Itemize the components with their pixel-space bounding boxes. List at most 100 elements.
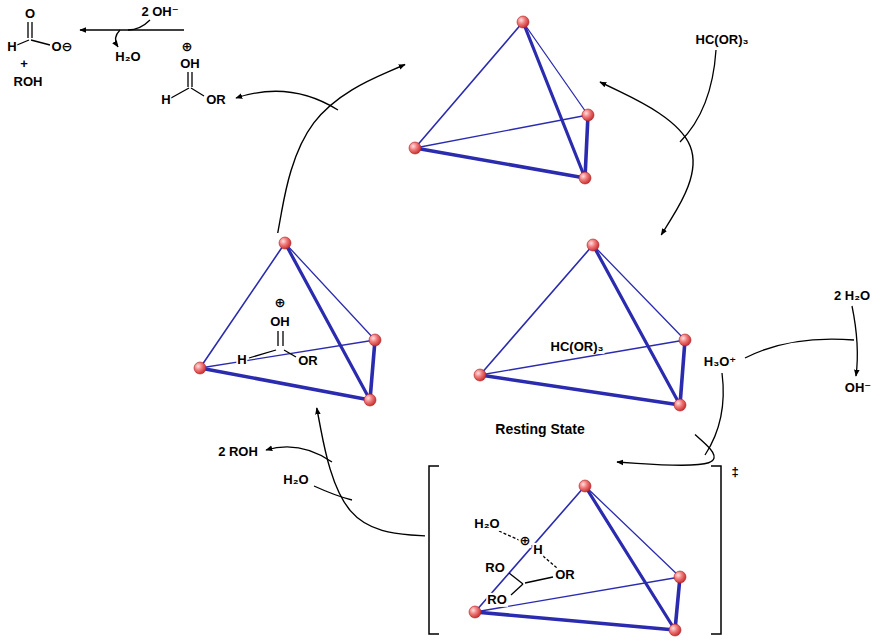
guest-label: H <box>236 353 247 367</box>
chemical-label: H₂O <box>282 473 309 487</box>
bond <box>191 88 204 96</box>
guest-label: H <box>532 543 543 557</box>
bond <box>249 350 276 358</box>
cage-edge <box>480 375 680 405</box>
cage-edge <box>593 245 685 340</box>
metal-vertex <box>579 172 591 184</box>
cage-edge <box>585 115 588 178</box>
chemical-label: H <box>160 93 171 107</box>
cycle-arrow <box>600 82 693 235</box>
bond <box>171 88 189 98</box>
reaction-arrow <box>852 306 857 376</box>
bond <box>31 40 50 45</box>
chemical-label: HC(OR)₃ <box>695 33 750 47</box>
cage-edge <box>285 243 370 400</box>
reagent-hook <box>705 373 723 455</box>
cage-edge <box>200 243 285 368</box>
bond <box>17 40 29 45</box>
guest-label: H₂O <box>473 517 500 531</box>
metal-vertex <box>364 394 376 406</box>
guest-label: RO <box>484 561 506 575</box>
guest-label: OR <box>297 354 319 368</box>
metal-vertex <box>469 606 481 618</box>
chemical-label: 2 OH⁻ <box>140 5 179 19</box>
metal-vertex <box>517 16 529 28</box>
host-cage <box>405 12 600 187</box>
metal-vertex <box>474 369 486 381</box>
cycle-arrow <box>617 435 714 466</box>
guest-label: ‡ <box>730 465 739 479</box>
host-cage: H₂O ⊕H RO OR RO ‡ <box>425 462 745 638</box>
chemical-label: OR <box>205 93 227 107</box>
reagent-hook <box>128 20 150 30</box>
chemical-label: H₂O <box>114 50 141 64</box>
metal-vertex <box>582 109 594 121</box>
reagent-hook <box>314 486 352 500</box>
state-caption: Resting State <box>494 422 585 437</box>
chemical-label: O <box>24 7 36 21</box>
cage-edge <box>415 22 523 148</box>
host-cage: ⊕ OH H OR <box>190 233 385 408</box>
cage-edge <box>200 368 370 400</box>
guest-label: OR <box>554 568 576 582</box>
release-arrow <box>236 91 338 110</box>
tetrahedron-cage <box>425 462 745 638</box>
cycle-arrow <box>317 408 425 536</box>
chemical-label: 2 H₂O <box>833 289 871 303</box>
chemical-label: ROH <box>13 75 44 89</box>
chemical-label: + <box>19 57 29 71</box>
bond <box>525 577 553 583</box>
bond <box>284 350 296 357</box>
metal-vertex <box>669 624 681 636</box>
bond <box>511 584 523 595</box>
cage-edge <box>475 612 675 630</box>
cage-edge <box>475 486 585 612</box>
metal-vertex <box>194 362 206 374</box>
cage-edge <box>523 22 585 178</box>
reagent-hook <box>680 50 716 142</box>
chemical-label: H <box>6 40 17 54</box>
bond <box>282 331 283 346</box>
metal-vertex <box>409 142 421 154</box>
ts-bracket <box>711 466 721 634</box>
chemical-label: 2 ROH <box>217 445 259 459</box>
reagent-hook <box>115 30 120 47</box>
guest-label: RO <box>486 593 508 607</box>
tetrahedron-cage <box>470 235 695 441</box>
ts-bracket <box>429 466 439 634</box>
cage-edge <box>475 577 680 612</box>
cage-edge <box>370 340 375 400</box>
cycle-arrow <box>278 65 405 234</box>
release-arrow <box>266 447 332 462</box>
guest-label: ⊕ <box>274 296 287 310</box>
cage-edge <box>680 340 685 405</box>
metal-vertex <box>587 239 599 251</box>
hydrogen-bond <box>543 556 557 568</box>
cage-edge <box>415 148 585 178</box>
metal-vertex <box>579 480 591 492</box>
guest-label: OH <box>269 315 291 329</box>
guest-label: ⊕ <box>519 534 532 548</box>
metal-vertex <box>279 237 291 249</box>
chemical-label: OH <box>179 57 201 71</box>
chemical-label: ⊕ <box>181 40 194 54</box>
guest-label: HC(OR)₃ <box>550 340 605 354</box>
metal-vertex <box>674 399 686 411</box>
double-bond <box>28 22 32 38</box>
metal-vertex <box>679 334 691 346</box>
cage-edge <box>675 577 680 630</box>
metal-vertex <box>674 571 686 583</box>
cage-edge <box>585 486 675 630</box>
chemical-label: O⊖ <box>50 40 73 54</box>
chemical-label: H₃O⁺ <box>703 355 737 369</box>
bond <box>277 331 278 346</box>
metal-vertex <box>369 334 381 346</box>
tetrahedron-cage <box>405 12 600 187</box>
host-cage: HC(OR)₃ Resting State <box>470 235 695 441</box>
chemical-label: OH⁻ <box>844 381 872 395</box>
reagent-hook <box>745 339 854 358</box>
cage-edge <box>593 245 680 405</box>
bond <box>509 573 523 584</box>
